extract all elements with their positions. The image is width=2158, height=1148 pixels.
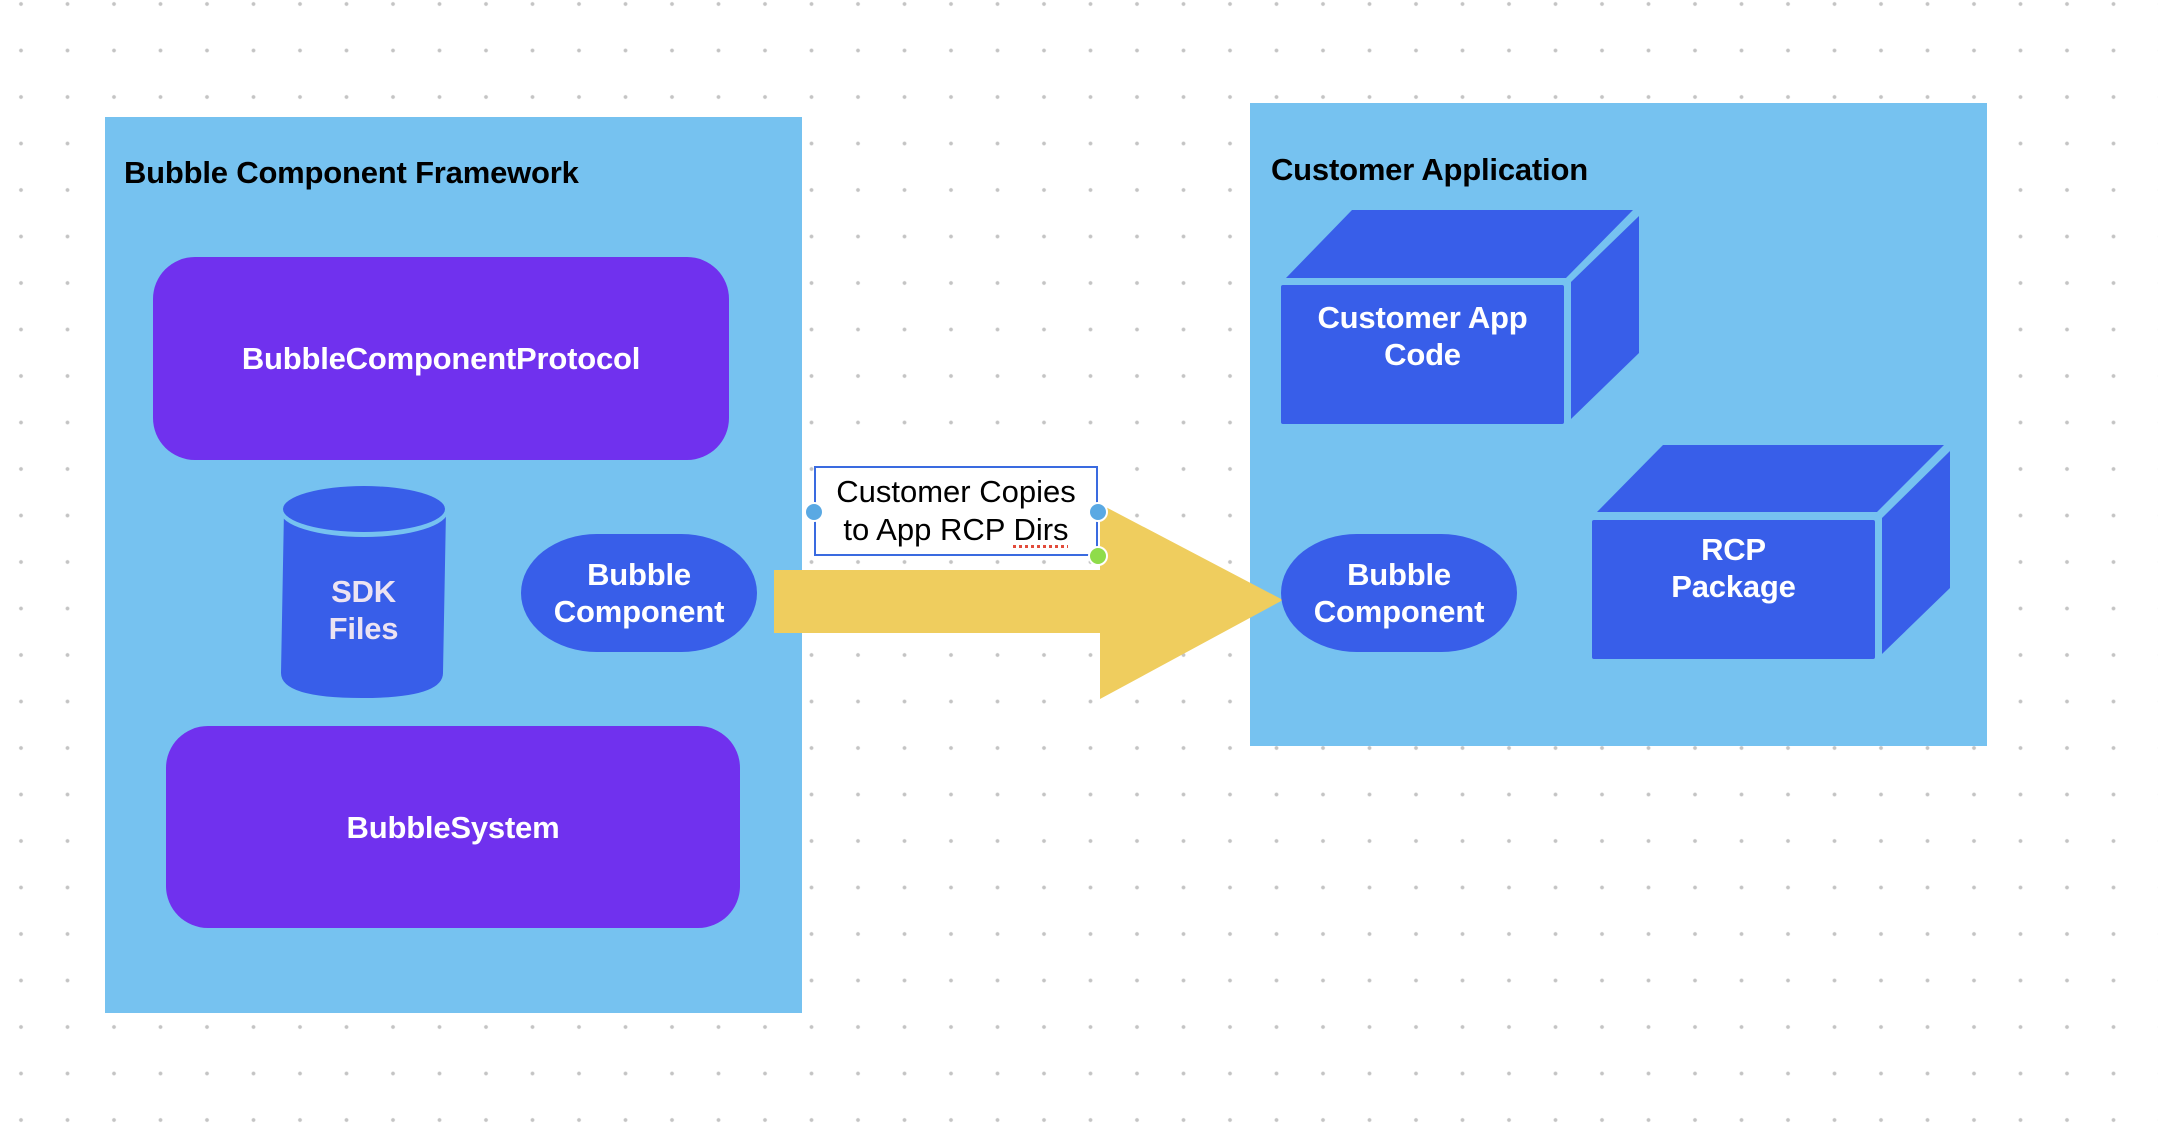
- bubble-component-right-shape[interactable]: [1281, 534, 1517, 652]
- cube-front-face: [1592, 520, 1875, 659]
- copy-arrow[interactable]: [774, 504, 1283, 699]
- sdk-files-cylinder[interactable]: [280, 485, 448, 698]
- resize-handle-bottom-right[interactable]: [1088, 546, 1108, 566]
- arrow-label-line-2-prefix: to App RCP: [843, 512, 1014, 547]
- sdk-files-label: SDK Files: [328, 574, 399, 646]
- connector-handle-right[interactable]: [1088, 502, 1108, 522]
- connector-handle-left[interactable]: [804, 502, 824, 522]
- cube-side-face: [1571, 216, 1639, 419]
- cylinder-body: [281, 510, 446, 698]
- rcp-package-label: RCP Package: [1671, 532, 1796, 604]
- cube-side-face: [1882, 451, 1950, 654]
- customer-application-title: Customer Application: [1271, 152, 1588, 187]
- cube-top-face: [1597, 445, 1944, 512]
- bubble-system-block[interactable]: [166, 726, 740, 928]
- framework-title: Bubble Component Framework: [124, 155, 579, 190]
- bubble-component-protocol-block[interactable]: [153, 257, 729, 460]
- bubble-component-right-label: Bubble Component: [1313, 557, 1485, 629]
- spellcheck-flagged-word[interactable]: Dirs: [1013, 512, 1069, 547]
- rcp-package-cube[interactable]: [1592, 445, 1950, 659]
- arrow-label-textbox[interactable]: Customer Copies to App RCP Dirs: [814, 466, 1098, 556]
- customer-app-code-label: Customer App Code: [1317, 300, 1528, 372]
- customer-app-code-cube[interactable]: [1281, 210, 1639, 424]
- bubble-component-left-label: Bubble Component: [553, 557, 725, 629]
- arrow-label-line-2: to App RCP Dirs: [836, 511, 1075, 549]
- arrow-label-line-1: Customer Copies: [836, 474, 1076, 509]
- cylinder-top: [283, 486, 445, 532]
- arrow-label-text[interactable]: Customer Copies to App RCP Dirs: [836, 473, 1075, 549]
- bubble-component-protocol-label: BubbleComponentProtocol: [241, 341, 641, 376]
- bubble-system-label: BubbleSystem: [346, 809, 560, 845]
- cube-front-face: [1281, 285, 1564, 424]
- bubble-component-left-shape[interactable]: [521, 534, 757, 652]
- cube-top-face: [1286, 210, 1633, 278]
